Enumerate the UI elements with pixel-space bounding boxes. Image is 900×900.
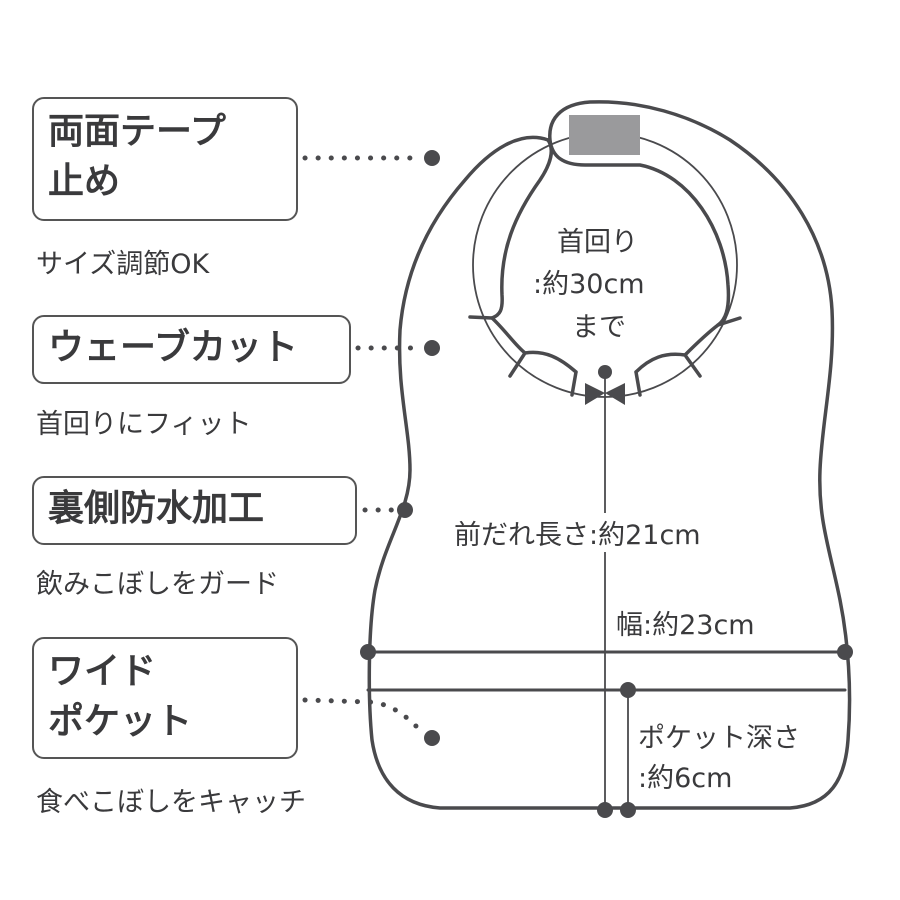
- neck-label: 首回り: [557, 227, 638, 258]
- leader-lines: [302, 155, 428, 738]
- neck-label: :約30cm: [533, 269, 645, 300]
- bow-icon: [585, 383, 625, 405]
- pocket-label: ポケット深さ: [638, 723, 800, 754]
- feature-title-line: ウェーブカット: [48, 327, 298, 368]
- tape-icon: [569, 115, 640, 155]
- feature-title-line: 両面テープ: [48, 111, 226, 152]
- width-label: 幅:約23cm: [616, 610, 755, 641]
- neck-label: まで: [572, 312, 626, 343]
- feature-title-line: 裏側防水加工: [48, 488, 265, 529]
- feature-box-pocket: ワイド ポケット: [32, 637, 298, 759]
- marker-dots: [360, 150, 853, 818]
- feature-caption: 首回りにフィット: [36, 409, 252, 440]
- feature-title-line: ワイド: [48, 651, 157, 692]
- feature-title-line: 止め: [48, 161, 121, 202]
- wave-cut: [468, 315, 742, 397]
- feature-box-tape: 両面テープ 止め: [32, 97, 298, 221]
- bib-outline: [367, 100, 852, 810]
- feature-box-waterproof: 裏側防水加工: [32, 476, 357, 545]
- length-label: 前だれ長さ:約21cm: [454, 513, 701, 552]
- feature-box-wave-cut: ウェーブカット: [32, 315, 351, 384]
- feature-caption: 飲みこぼしをガード: [36, 569, 279, 600]
- feature-caption: サイズ調節OK: [36, 249, 210, 280]
- feature-title-line: ポケット: [48, 701, 193, 742]
- neck-inner-edge: [490, 138, 553, 320]
- pocket-label: :約6cm: [638, 763, 733, 794]
- feature-caption: 食べこぼしをキャッチ: [36, 787, 306, 818]
